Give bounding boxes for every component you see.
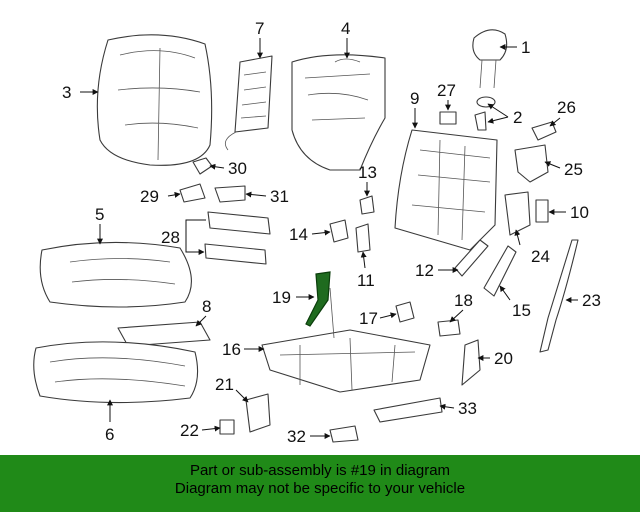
part-3-seatback-cover[interactable] [96, 34, 213, 166]
part-15-trim[interactable] [483, 245, 517, 297]
callout-19[interactable]: 19 [272, 288, 291, 307]
callout-20[interactable]: 20 [494, 349, 513, 368]
part-11-bracket[interactable] [355, 223, 371, 253]
part-4-seatback-frame[interactable] [291, 54, 386, 171]
part-33-bracket[interactable] [373, 397, 443, 423]
callout-15[interactable]: 15 [512, 301, 531, 320]
part-30-clip[interactable] [192, 157, 213, 175]
callout-6[interactable]: 6 [105, 425, 114, 444]
callout-28[interactable]: 28 [161, 228, 180, 247]
callout-17[interactable]: 17 [359, 309, 378, 328]
callout-9[interactable]: 9 [410, 89, 419, 108]
part-21-bracket[interactable] [245, 393, 271, 433]
part-23-cable[interactable] [539, 239, 579, 353]
part-25-bracket[interactable] [514, 144, 549, 183]
callout-14[interactable]: 14 [289, 225, 308, 244]
part-27-clip[interactable] [439, 111, 457, 125]
part-19-highlighted[interactable] [305, 271, 331, 327]
part-14-hinge[interactable] [329, 219, 349, 243]
part-24-latch[interactable] [504, 191, 531, 236]
part-8-tray[interactable] [117, 321, 211, 347]
banner-line-2: Diagram may not be specific to your vehi… [174, 480, 466, 497]
part-6-cushion-frame[interactable] [33, 341, 199, 404]
callout-10[interactable]: 10 [570, 203, 589, 222]
leader-lines [80, 38, 578, 439]
part-12-trim[interactable] [454, 239, 489, 277]
part-7-heater-element[interactable] [224, 55, 273, 151]
callout-30[interactable]: 30 [228, 159, 247, 178]
part-13-clip[interactable] [359, 195, 375, 215]
callout-26[interactable]: 26 [557, 98, 576, 117]
callout-29[interactable]: 29 [140, 187, 159, 206]
callout-21[interactable]: 21 [215, 375, 234, 394]
part-1-headrest[interactable] [472, 29, 508, 89]
callout-24[interactable]: 24 [531, 247, 550, 266]
callout-3[interactable]: 3 [62, 83, 71, 102]
callout-numbers: 1 2 3 4 5 6 7 8 9 10 11 12 13 14 15 16 1… [62, 19, 601, 446]
seat-parts-diagram: 1 2 3 4 5 6 7 8 9 10 11 12 13 14 15 16 1… [33, 19, 601, 446]
banner-line-1: Part or sub-assembly is #19 in diagram [189, 462, 451, 479]
callout-5[interactable]: 5 [95, 205, 104, 224]
part-29-cover[interactable] [179, 183, 206, 203]
part-28-armrest[interactable] [204, 211, 271, 265]
callout-2[interactable]: 2 [513, 108, 522, 127]
part-32-cover[interactable] [329, 425, 359, 443]
part-31-cupholder[interactable] [214, 185, 246, 203]
callout-31[interactable]: 31 [270, 187, 289, 206]
callout-1[interactable]: 1 [521, 38, 530, 57]
part-10-bracket[interactable] [535, 199, 549, 223]
part-5-seat-cushion[interactable] [39, 241, 192, 308]
part-17-bolt[interactable] [395, 301, 415, 323]
part-2-headrest-guide[interactable] [474, 96, 496, 131]
info-banner: Part or sub-assembly is #19 in diagram D… [0, 455, 640, 512]
part-26-trim[interactable] [531, 121, 557, 141]
callout-23[interactable]: 23 [582, 291, 601, 310]
callout-18[interactable]: 18 [454, 291, 473, 310]
callout-13[interactable]: 13 [358, 163, 377, 182]
part-20-bracket[interactable] [461, 339, 481, 386]
callout-27[interactable]: 27 [437, 81, 456, 100]
callout-11[interactable]: 11 [357, 271, 375, 290]
part-22-clip[interactable] [219, 419, 235, 435]
callout-25[interactable]: 25 [564, 160, 583, 179]
part-18-bolt[interactable] [437, 319, 461, 337]
callout-12[interactable]: 12 [415, 261, 434, 280]
callout-33[interactable]: 33 [458, 399, 477, 418]
callout-8[interactable]: 8 [202, 297, 211, 316]
part-16-seat-frame[interactable] [261, 287, 431, 393]
part-9-back-panel[interactable] [394, 129, 498, 251]
callout-4[interactable]: 4 [341, 19, 350, 38]
callout-7[interactable]: 7 [255, 19, 264, 38]
callout-16[interactable]: 16 [222, 340, 241, 359]
callout-22[interactable]: 22 [180, 421, 199, 440]
callout-32[interactable]: 32 [287, 427, 306, 446]
